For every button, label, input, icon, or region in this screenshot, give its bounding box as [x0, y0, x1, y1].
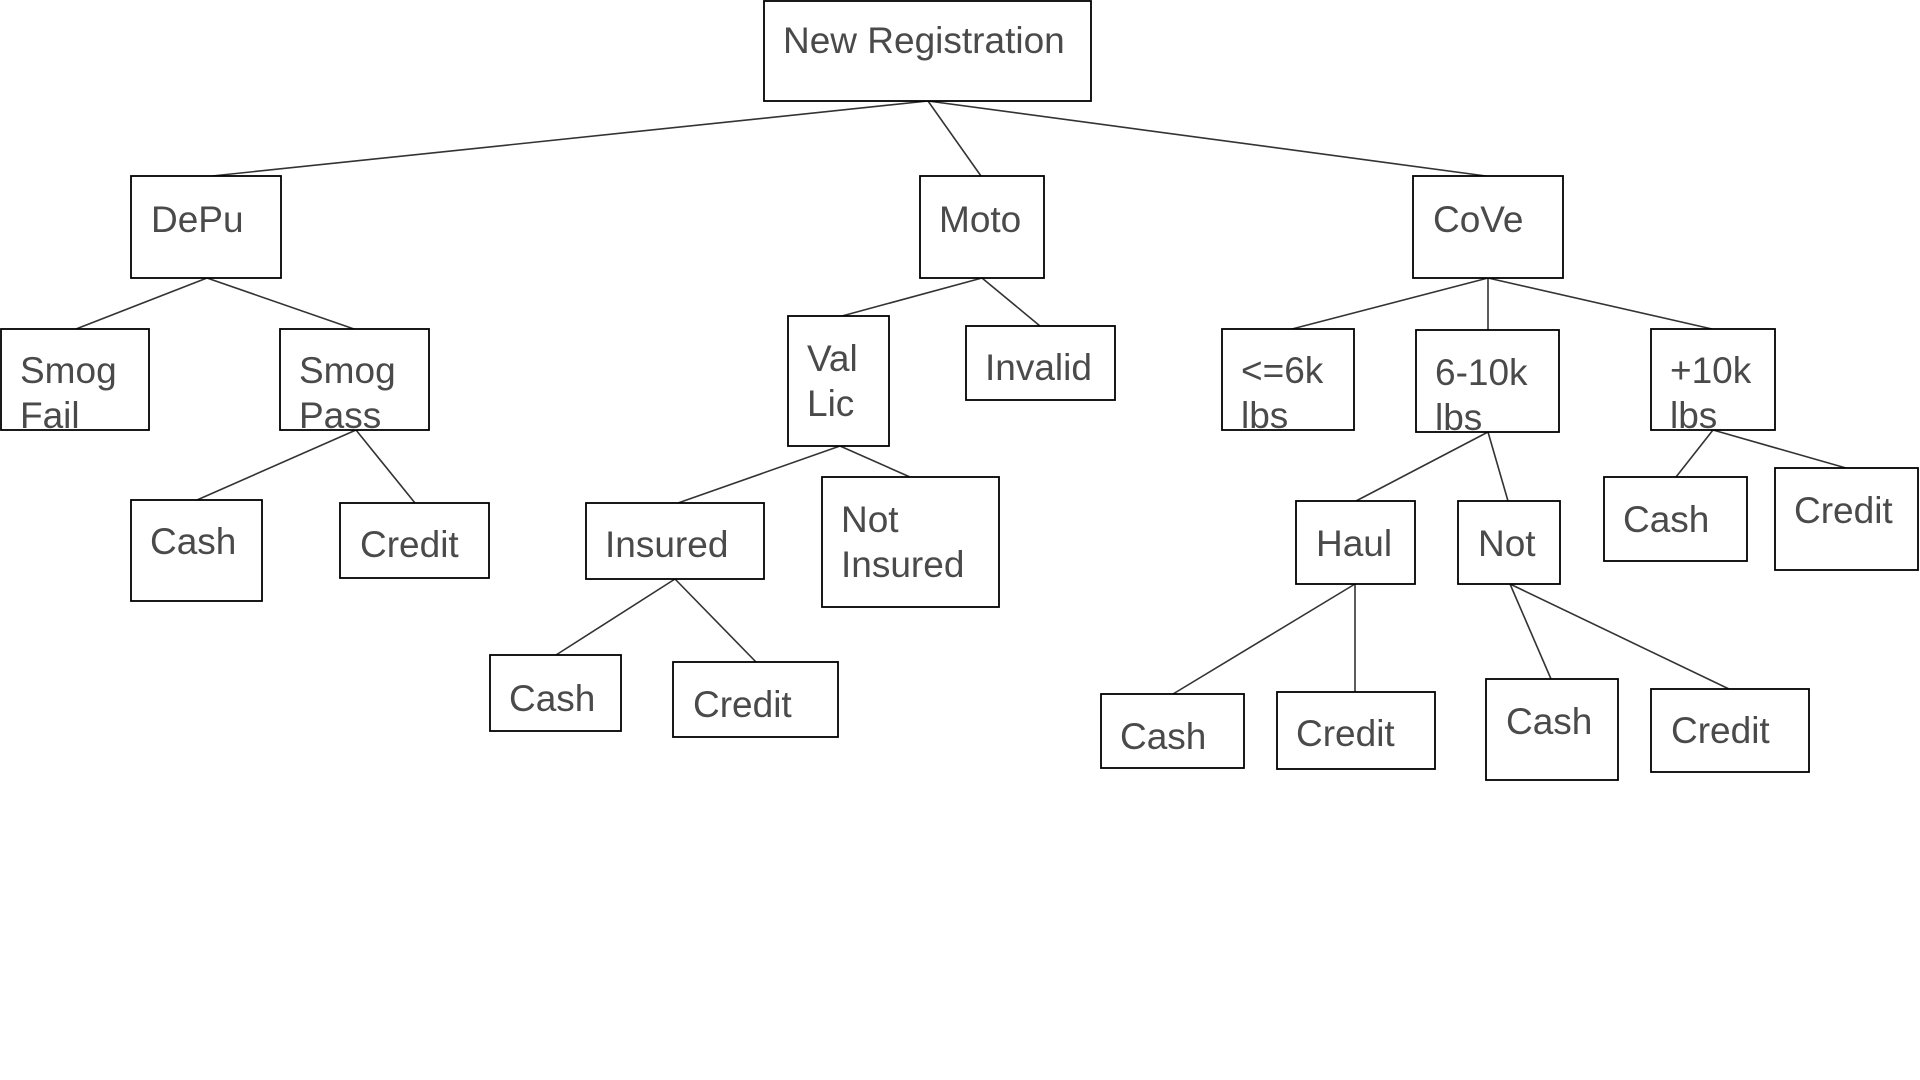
node-moto-credit: Credit [672, 661, 839, 738]
node-label: Cash [1623, 499, 1709, 540]
node-not: Not [1457, 500, 1561, 585]
node-label: Cash [1120, 716, 1206, 757]
node-label-line-1: Val [807, 338, 858, 379]
node-over10k-cash: Cash [1603, 476, 1748, 562]
node-label: +10k lbs [1670, 350, 1762, 436]
node-label-line-2: Insured [841, 544, 964, 585]
node-6-10k-lbs: 6-10k lbs [1415, 329, 1560, 438]
edge-cove-le6k [1291, 277, 1489, 330]
node-label: Credit [693, 684, 792, 725]
node-label: Moto [939, 199, 1021, 240]
node-label-line-2: Pass [299, 395, 381, 436]
node-label: Cash [509, 678, 595, 719]
edge-smogpass-credit [355, 429, 416, 504]
node-depu-credit: Credit [339, 502, 490, 579]
node-label: Cash [150, 521, 236, 562]
edge-not-credit [1509, 583, 1730, 690]
node-new-registration: New Registration [763, 0, 1092, 102]
node-label: Not Insured [841, 499, 964, 585]
node-smog-fail: Smog Fail [0, 328, 150, 436]
node-label: Credit [1794, 490, 1893, 531]
node-haul: Haul [1295, 500, 1416, 585]
edge-root-moto [927, 100, 982, 177]
node-depu: DePu [130, 175, 282, 279]
node-label-line-1: Smog [20, 350, 117, 391]
node-label: Not [1478, 523, 1536, 564]
node-label: Val Lic [807, 338, 868, 424]
edge-depu-smogfail [75, 277, 208, 330]
node-moto-cash: Cash [489, 654, 622, 732]
node-label: Haul [1316, 523, 1392, 564]
node-over10k-credit: Credit [1774, 467, 1919, 571]
node-label: Credit [1671, 710, 1770, 751]
edge-not-cash [1509, 583, 1552, 680]
node-label-line-1: 6-10k [1435, 352, 1528, 393]
edge-insured-cash [555, 578, 676, 656]
node-label: Smog Pass [299, 350, 406, 436]
node-depu-cash: Cash [130, 499, 263, 602]
edge-moto-invalid [981, 277, 1041, 327]
node-label: Credit [1296, 713, 1395, 754]
edge-smogpass-cash [196, 429, 357, 501]
node-over-10k-lbs: +10k lbs [1650, 328, 1776, 436]
node-label: <=6k lbs [1241, 350, 1334, 436]
node-moto: Moto [919, 175, 1045, 279]
node-label: Cash [1506, 701, 1592, 742]
node-not-cash: Cash [1485, 678, 1619, 781]
edge-vallic-notinsured [839, 445, 911, 478]
node-invalid: Invalid [965, 325, 1116, 401]
node-label-line-2: lbs [1241, 395, 1288, 436]
node-haul-credit: Credit [1276, 691, 1436, 770]
node-label-line-1: +10k [1670, 350, 1752, 391]
edge-haul-cash [1172, 583, 1356, 695]
edge-6to10k-not [1487, 431, 1509, 502]
node-label-line-2: Lic [807, 383, 854, 424]
edge-over10k-credit [1712, 429, 1847, 469]
node-val-lic: Val Lic [787, 315, 890, 447]
edge-moto-vallic [841, 277, 983, 317]
node-label: CoVe [1433, 199, 1524, 240]
node-label-line-1: <=6k [1241, 350, 1324, 391]
node-label: 6-10k lbs [1435, 352, 1538, 438]
edge-over10k-cash [1675, 429, 1714, 478]
nodes: New Registration DePu Moto CoVe Smog Fai… [0, 0, 1919, 781]
edge-insured-credit [674, 578, 757, 663]
node-label: Invalid [985, 347, 1092, 388]
edge-root-depu [211, 100, 929, 177]
node-not-insured: Not Insured [821, 476, 1000, 608]
node-label-line-2: lbs [1435, 397, 1482, 438]
node-haul-cash: Cash [1100, 693, 1245, 769]
edge-vallic-insured [677, 445, 841, 504]
node-insured: Insured [585, 502, 765, 580]
node-label: New Registration [783, 20, 1065, 61]
node-label-line-2: Fail [20, 395, 80, 436]
node-label-line-1: Smog [299, 350, 396, 391]
node-label: Credit [360, 524, 459, 565]
edge-6to10k-haul [1355, 431, 1489, 502]
node-label: Smog Fail [20, 350, 127, 436]
edge-cove-over10k [1487, 277, 1713, 330]
node-label-line-2: lbs [1670, 395, 1717, 436]
node-smog-pass: Smog Pass [279, 328, 430, 436]
node-cove: CoVe [1412, 175, 1564, 279]
node-label-line-1: Not [841, 499, 899, 540]
node-label: DePu [151, 199, 244, 240]
node-le-6k-lbs: <=6k lbs [1221, 328, 1355, 436]
node-label: Insured [605, 524, 728, 565]
edge-root-cove [927, 100, 1487, 177]
edge-depu-smogpass [206, 277, 355, 330]
node-not-credit: Credit [1650, 688, 1810, 773]
edges [75, 100, 1847, 695]
